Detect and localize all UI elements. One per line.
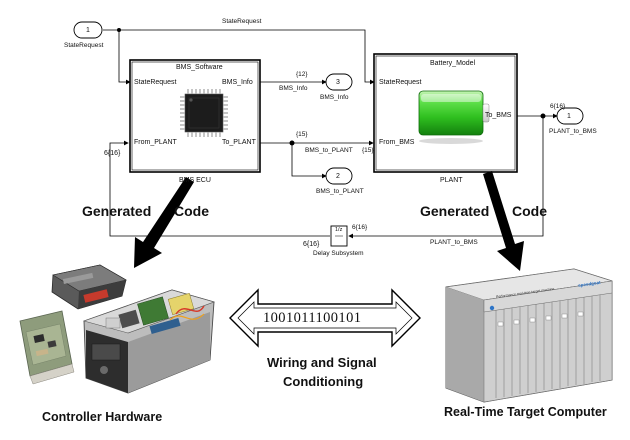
wiring-label-line2: Conditioning [283,374,364,389]
bms-software-out-info: BMS_Info [222,79,253,86]
delay-subsystem-block[interactable] [330,225,348,247]
generated-code-arrow-left [134,177,194,268]
generated-code-right-word2: Code [512,203,547,219]
delay-symbol: 1/z [335,227,343,233]
bms-to-plant-port-number: 2 [336,173,340,180]
state-request-port-number: 1 [86,27,90,34]
battery-model-in-state: StateRequest [379,79,422,86]
microcontroller-chip-icon [180,89,228,137]
state-request-line [103,29,375,85]
target-computer-caption: Real-Time Target Computer [444,405,607,419]
bms-info-port-label: BMS_Info [320,94,349,101]
generated-code-arrow-right [483,171,524,271]
delay-dim-in: 6{16} [352,224,368,231]
battery-icon [418,90,490,144]
circuit-board-icon [19,310,75,385]
plant-to-bms-branch [540,113,546,119]
bms-to-plant-branch [289,140,295,146]
state-request-inport[interactable] [73,21,103,39]
bms-to-plant-outport[interactable] [325,167,353,185]
delay-dim-out: 6{16} [303,241,320,248]
plant-to-bms-line [109,113,558,239]
bms-software-title: BMS_Software [176,64,223,71]
generated-code-right-word1: Generated [420,203,490,219]
controller-hardware-caption: Controller Hardware [42,410,163,424]
feedback-dim: 6{16} [104,150,121,157]
bms-to-plant-port-label: BMS_to_PLANT [316,188,364,195]
plant-to-bms-outport[interactable] [556,107,584,125]
controller-hardware-image [19,264,215,394]
ecu-module-icon [51,264,127,310]
controller-chassis-icon [82,289,215,394]
bms-to-plant-line-label: BMS_to_PLANT [305,147,353,154]
plant-to-bms-port-label: PLANT_to_BMS [549,128,597,135]
bms-to-plant-line [260,140,374,179]
bms-info-line-label: BMS_Info [279,85,308,92]
bms-software-caption: BMS ECU [179,177,211,184]
state-request-branch [117,28,121,32]
battery-model-out-bms: To_BMS [485,112,512,119]
real-time-target-computer-image [445,268,613,403]
plant-to-bms-port-number: 1 [567,113,571,120]
battery-model-caption: PLANT [440,177,463,184]
bms-info-dim: {12} [296,71,308,78]
battery-model-in-bms: From_BMS [379,139,415,146]
delay-line-label: PLANT_to_BMS [430,239,478,246]
bms-to-plant-dim-2: {15} [362,147,374,154]
battery-model-title: Battery_Model [430,60,476,67]
bms-software-in-state: StateRequest [134,79,177,86]
plant-to-bms-dim: 6{16} [550,103,566,110]
bms-software-out-plant: To_PLANT [222,139,256,146]
delay-label: Delay Subsystem [313,250,364,257]
bms-software-in-plant: From_PLANT [134,139,177,146]
binary-stream-text: 1001011100101 [263,310,362,326]
bms-to-plant-dim: {15} [296,131,308,138]
generated-code-left-word2: Code [174,203,209,219]
wiring-label-line1: Wiring and Signal [267,355,377,370]
state-request-port-label: StateRequest [64,42,104,49]
bms-info-port-number: 3 [336,79,340,86]
state-request-line-label: StateRequest [222,18,262,25]
binary-data-double-arrow [229,288,421,348]
bms-info-outport[interactable] [325,73,353,91]
generated-code-left-word1: Generated [82,203,152,219]
